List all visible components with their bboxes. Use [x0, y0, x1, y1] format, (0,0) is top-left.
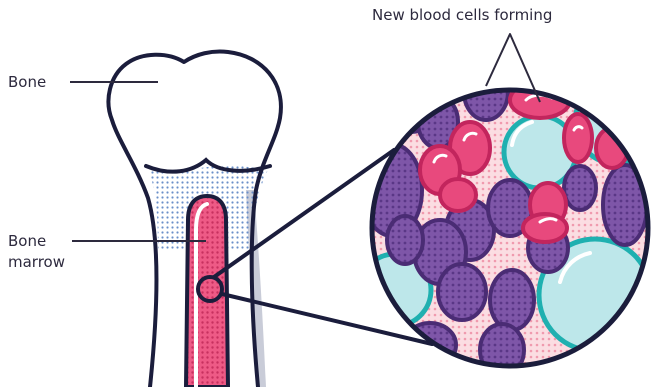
bone-label: Bone: [8, 72, 46, 92]
bone-marrow-label-line1: Bone: [8, 231, 46, 251]
new-blood-cells-label: New blood cells forming: [372, 5, 552, 25]
bone-marrow-label-line2: marrow: [8, 252, 65, 272]
